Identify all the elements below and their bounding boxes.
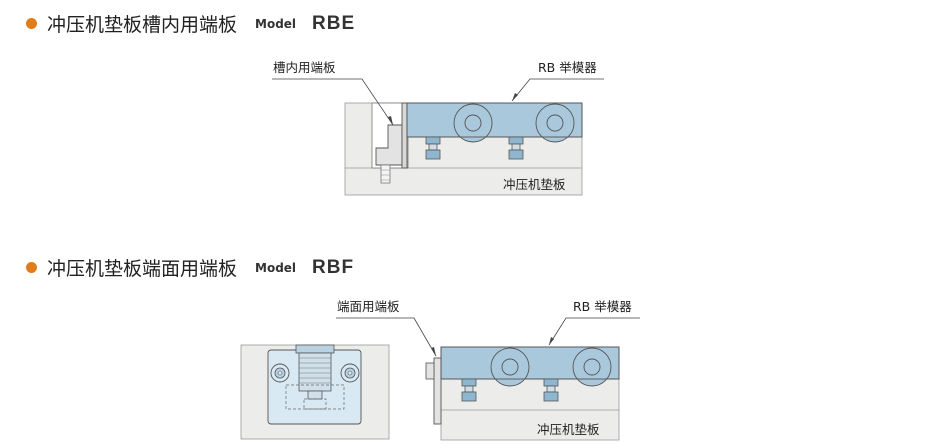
roller <box>572 347 612 387</box>
face-end-plate <box>433 357 442 425</box>
roller <box>453 103 493 143</box>
section-1-title-text: 冲压机垫板槽内用端板 <box>47 14 238 36</box>
die-lifter-label: RB 举模器 <box>573 299 632 314</box>
bolster-label: 冲压机垫板 <box>503 177 566 192</box>
face-end-plate-label: 端面用端板 <box>337 299 400 314</box>
bolster-label: 冲压机垫板 <box>537 422 600 437</box>
bolt-head-icon <box>340 363 360 383</box>
mounting-screw <box>380 164 391 184</box>
section-2-title-text: 冲压机垫板端面用端板 <box>47 258 238 280</box>
section-2-model-code: RBF <box>312 256 355 278</box>
section-2-model-label: Model <box>255 260 297 275</box>
section-1-model-label: Model <box>255 16 297 31</box>
diagram-rbe: 槽内用端板 RB 举模器 冲压机垫板 <box>272 60 604 196</box>
roller <box>490 347 530 387</box>
slot-end-plate-label: 槽内用端板 <box>273 60 336 75</box>
diagram-rbf-top-view <box>240 344 390 440</box>
bullet-icon <box>26 262 37 273</box>
bullet-icon <box>26 18 37 29</box>
section-1-title: 冲压机垫板槽内用端板 Model RBE <box>26 10 355 37</box>
section-2-title: 冲压机垫板端面用端板 Model RBF <box>26 254 354 281</box>
bolt-head-icon <box>270 363 290 383</box>
diagram-rbf-side-view: 端面用端板 RB 举模器 冲压机垫板 <box>336 299 640 441</box>
section-1-model-code: RBE <box>312 12 356 34</box>
roller <box>535 103 575 143</box>
die-lifter-label: RB 举模器 <box>538 60 597 75</box>
